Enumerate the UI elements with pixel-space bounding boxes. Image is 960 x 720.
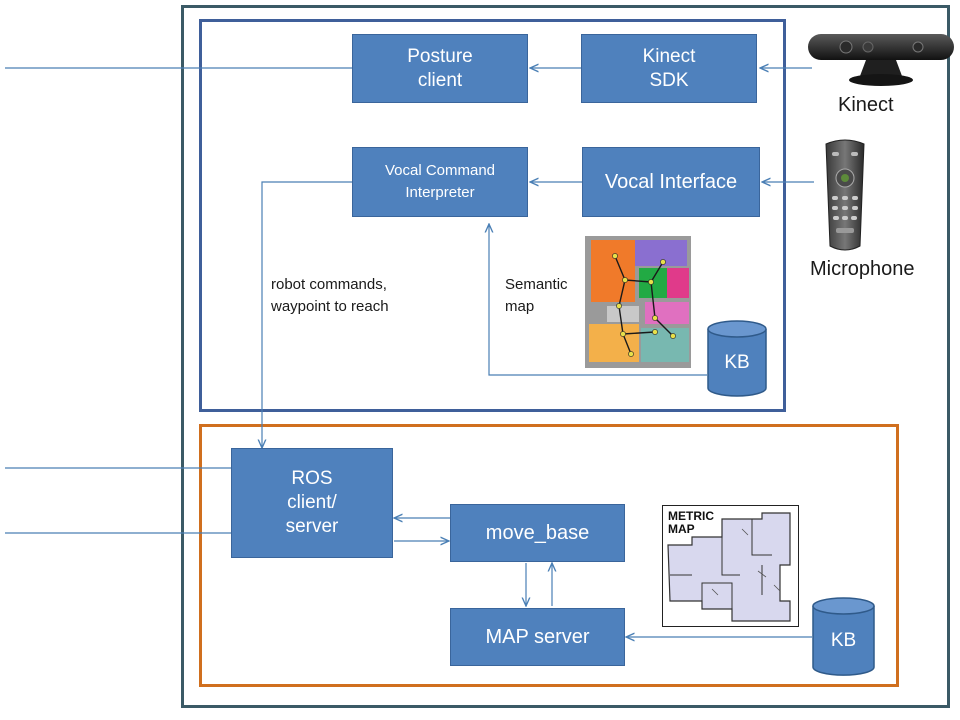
semantic-map-image xyxy=(585,236,691,368)
map-server-block: MAP server xyxy=(450,608,625,666)
vocal-interface-block: Vocal Interface xyxy=(582,147,760,217)
microphone-remote-icon xyxy=(825,139,865,251)
ros-client-server-block: ROS client/ server xyxy=(231,448,393,558)
interaction-module-frame xyxy=(199,19,786,412)
metric-map-image xyxy=(662,505,799,627)
kb-lower-cylinder-icon xyxy=(812,597,875,676)
vocal-command-interpreter-block: Vocal Command Interpreter xyxy=(352,147,528,217)
kb-upper-label: KB xyxy=(724,352,750,373)
kinect-label: Kinect xyxy=(838,94,894,116)
robot-commands-label: robot commands, waypoint to reach xyxy=(271,276,389,315)
kinect-sensor-icon xyxy=(808,34,954,86)
posture-client-block: Posture client xyxy=(352,34,528,103)
kinect-sdk-block: Kinect SDK xyxy=(581,34,757,103)
move-base-block: move_base xyxy=(450,504,625,562)
microphone-label: Microphone xyxy=(810,258,915,280)
arrow-interpreter-to-ros xyxy=(262,181,352,448)
semantic-map-label: Semantic map xyxy=(505,276,568,315)
system-frame xyxy=(181,5,950,708)
kb-lower-label: KB xyxy=(830,630,857,651)
ros-module-frame xyxy=(199,424,899,687)
kb-upper-cylinder-icon xyxy=(707,320,767,397)
metric-map-title: METRIC MAP xyxy=(668,509,714,537)
arrow-kb-to-interpreter xyxy=(489,224,707,376)
